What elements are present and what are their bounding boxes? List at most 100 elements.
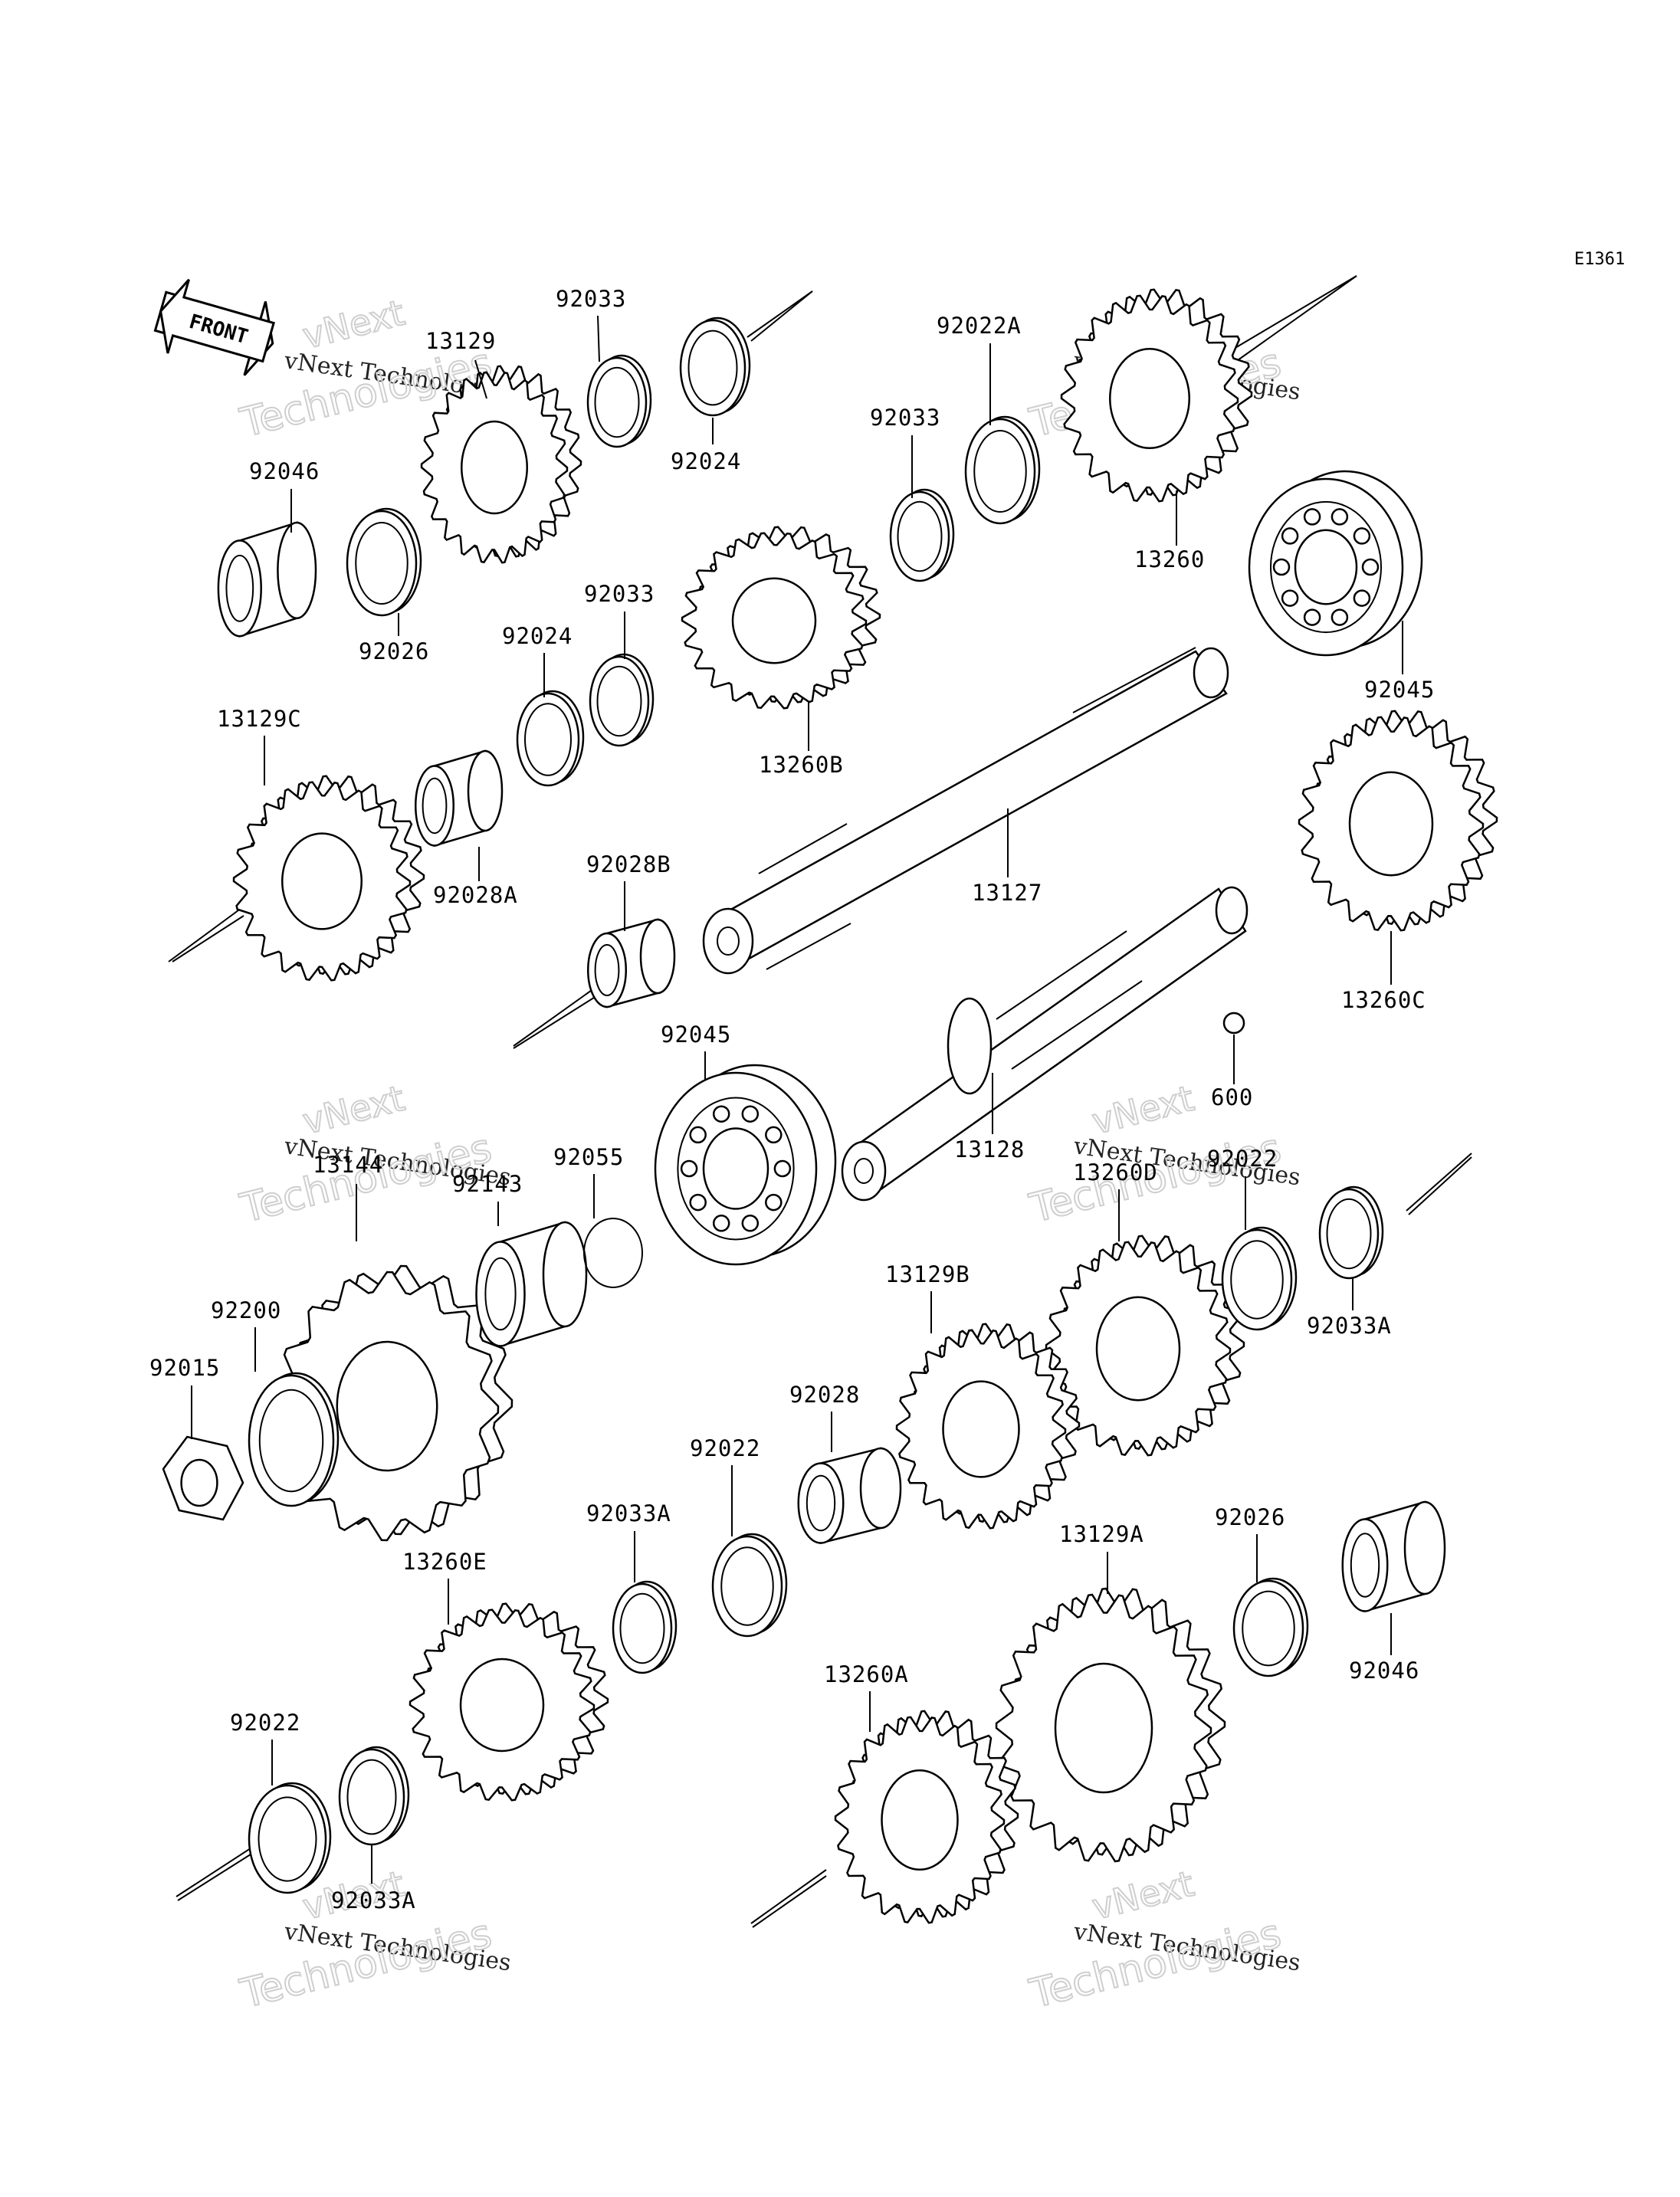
part-92033a-circlip[interactable]	[338, 1746, 410, 1846]
bearing-ball	[712, 1105, 730, 1123]
collar-back-face	[277, 521, 317, 620]
part-label: 13127	[972, 880, 1042, 906]
ring-inner	[687, 330, 738, 406]
part-92046-collar[interactable]	[217, 521, 317, 638]
part-92143-collar[interactable]	[475, 1221, 588, 1348]
axis-guide-lines	[168, 275, 1472, 1928]
gear-bore	[942, 1380, 1020, 1478]
collar-front-face	[797, 1462, 845, 1544]
ring-inner	[1230, 1240, 1284, 1320]
part-13260d-gear[interactable]	[1045, 1235, 1245, 1457]
watermark-6: vNext Technologies vNext Technologies	[1025, 1862, 1302, 2018]
part-92055-o-ring[interactable]	[583, 1218, 643, 1288]
part-92033a-circlip[interactable]	[612, 1580, 678, 1674]
diagram-code: E1361	[1574, 250, 1625, 269]
part-label: 13128	[954, 1136, 1025, 1162]
bearing-ball	[689, 1126, 707, 1144]
ring-inner	[619, 1592, 665, 1664]
collar-front-face	[415, 765, 454, 847]
collar-bore	[806, 1474, 836, 1532]
part-13129a-gear[interactable]	[995, 1587, 1226, 1863]
steel-ball	[1222, 1012, 1245, 1035]
part-label: 92045	[661, 1021, 731, 1048]
part-92046-collar[interactable]	[1341, 1500, 1446, 1613]
collar-front-face	[217, 539, 262, 638]
part-label: 92022	[1207, 1146, 1278, 1172]
part-92200-lock-washer[interactable]	[248, 1372, 340, 1507]
part-13260a-gear[interactable]	[834, 1710, 1019, 1924]
part-label: 13129C	[217, 706, 302, 732]
part-92022-washer[interactable]	[248, 1782, 332, 1894]
part-13260c-gear[interactable]	[1298, 710, 1498, 932]
part-label: 92028A	[433, 882, 518, 908]
part-label: 600	[1211, 1084, 1253, 1110]
gear-bore	[281, 832, 363, 930]
part-13260b-gear[interactable]	[681, 526, 881, 710]
ring-front	[679, 319, 746, 417]
leader-line	[474, 359, 487, 399]
ring-inner	[594, 366, 640, 438]
part-92033a-circlip[interactable]	[1318, 1185, 1384, 1280]
part-92022-washer[interactable]	[711, 1533, 788, 1638]
part-92015-nut[interactable]	[162, 1435, 244, 1521]
part-label: 13260C	[1341, 987, 1426, 1013]
ring-inner	[720, 1546, 774, 1626]
part-label: 92200	[211, 1297, 281, 1323]
collar-front-face	[587, 932, 627, 1008]
part-13260e-gear[interactable]	[409, 1602, 609, 1802]
part-92024-washer[interactable]	[679, 316, 751, 417]
part-92024-washer[interactable]	[516, 690, 585, 787]
bearing-ball	[680, 1159, 698, 1178]
collar-back-face	[542, 1221, 588, 1328]
part-label: 13129A	[1059, 1521, 1144, 1547]
part-shapes	[162, 288, 1498, 1924]
part-92033-circlip[interactable]	[889, 488, 955, 582]
bearing-ball	[1331, 508, 1349, 526]
part-92045-bearing[interactable]	[654, 1064, 837, 1266]
part-92026-washer[interactable]	[1232, 1577, 1309, 1677]
bearing-ball	[689, 1193, 707, 1212]
part-92033-circlip[interactable]	[586, 354, 652, 448]
part-92028b-collar[interactable]	[587, 918, 676, 1008]
collar-bore	[225, 554, 254, 622]
watermark-line1: vNext	[1088, 1077, 1198, 1143]
part-13128-mainshaft[interactable]	[841, 886, 1249, 1202]
part-label: 13260	[1134, 546, 1205, 572]
ring-inner	[1326, 1198, 1372, 1270]
part-label: 92022	[690, 1435, 760, 1461]
ring-front	[1318, 1188, 1380, 1280]
ring-front	[589, 655, 650, 747]
part-92022-washer[interactable]	[1221, 1226, 1298, 1331]
part-92028-bushing[interactable]	[797, 1447, 902, 1545]
part-13129b-gear[interactable]	[895, 1323, 1081, 1530]
part-92045-bearing[interactable]	[1248, 470, 1423, 657]
part-13127-countershaft[interactable]	[702, 647, 1229, 975]
bearing-ball	[741, 1105, 760, 1123]
part-92033-circlip[interactable]	[589, 653, 655, 747]
ring-front	[1221, 1228, 1293, 1331]
collar-bore	[594, 944, 620, 996]
gear-bore	[1054, 1662, 1153, 1794]
part-label: 92055	[553, 1144, 624, 1170]
part-92022a-washer[interactable]	[964, 415, 1041, 525]
ring-front	[586, 356, 648, 448]
bearing-ball	[765, 1126, 783, 1144]
part-label: 13260D	[1073, 1159, 1158, 1185]
part-92028a-bushing[interactable]	[415, 749, 504, 848]
part-13129-gear[interactable]	[420, 365, 582, 564]
part-label: 13260E	[402, 1549, 487, 1575]
part-label: 13260B	[759, 752, 844, 778]
collar-back-face	[467, 749, 504, 832]
ring-front	[964, 418, 1036, 525]
part-13129c-gear[interactable]	[232, 775, 425, 982]
part-13260-gear[interactable]	[1060, 288, 1253, 503]
part-92026-washer[interactable]	[346, 507, 422, 617]
leader-lines	[191, 315, 1403, 1884]
part-label: 92022A	[937, 313, 1022, 339]
ring-inner	[346, 1759, 397, 1835]
collar-front-face	[1341, 1518, 1389, 1612]
collar-back-face	[639, 918, 676, 995]
part-600-ball[interactable]	[1222, 1012, 1245, 1035]
bearing-ball	[1272, 558, 1291, 576]
